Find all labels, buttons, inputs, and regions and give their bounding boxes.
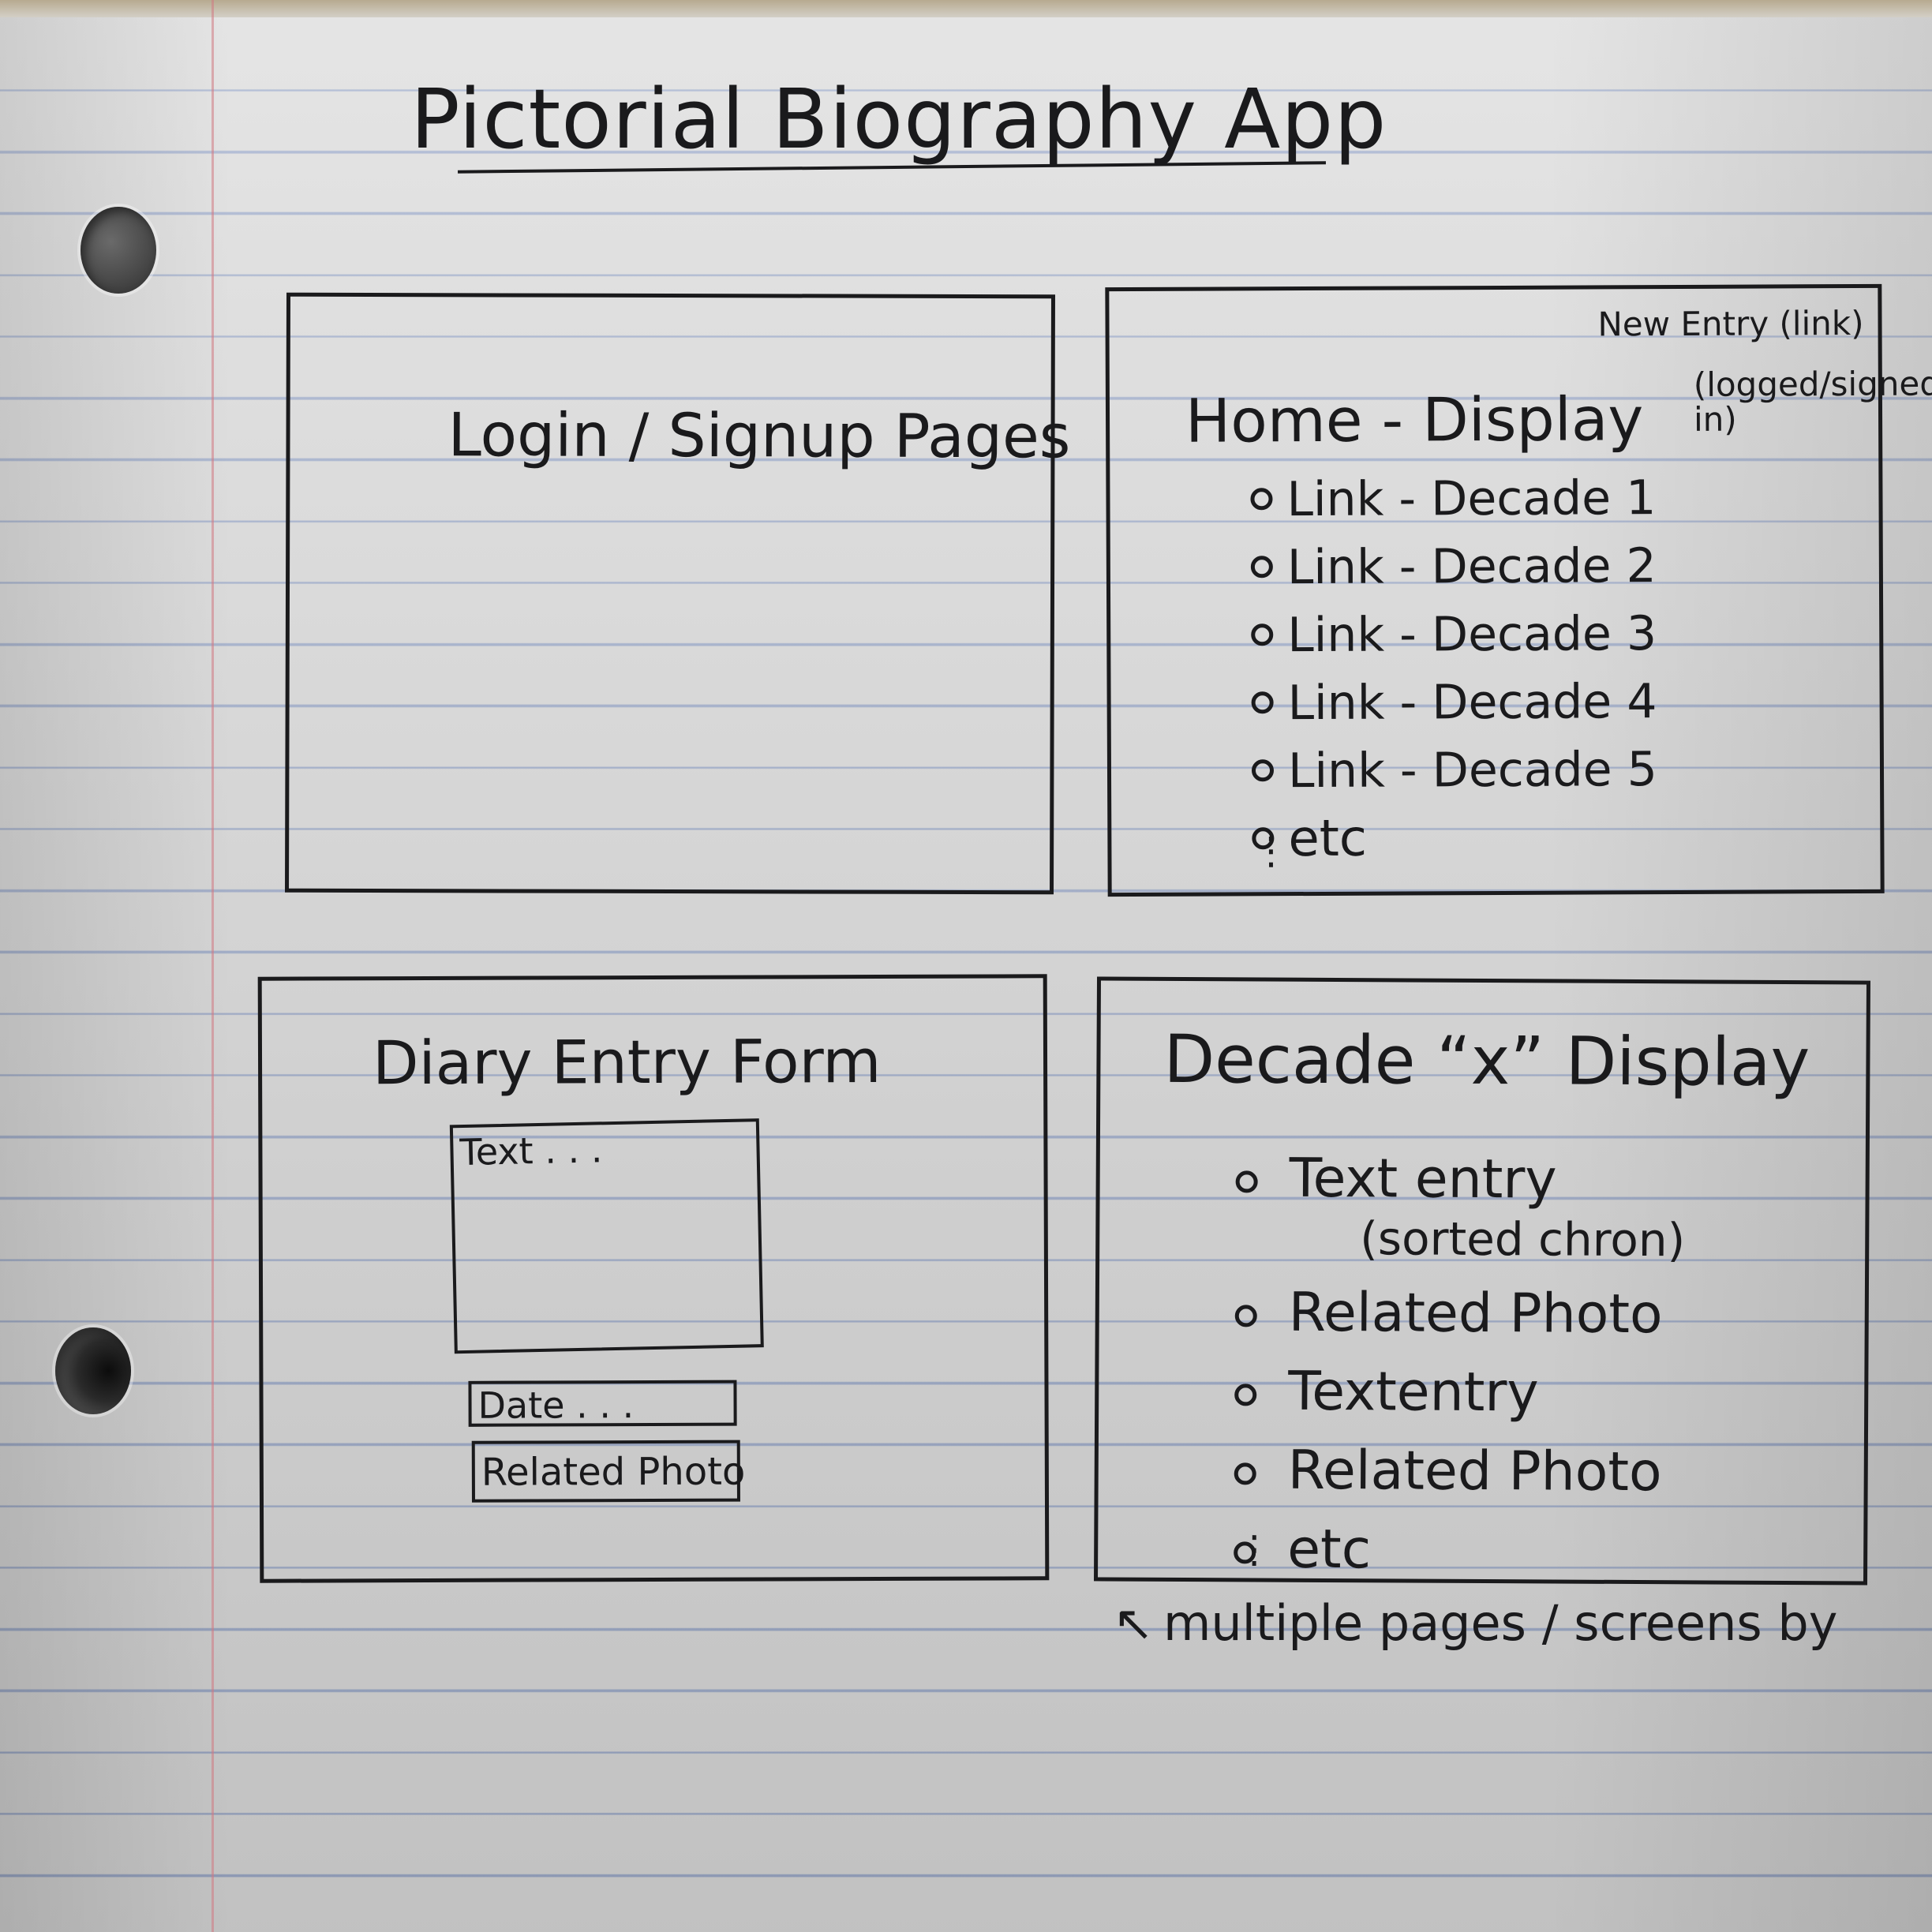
decade-display-frame: Decade “x” Display Text entry (sorted ch…	[1094, 976, 1870, 1586]
diary-related-photo-field[interactable]: Related Photo	[471, 1440, 745, 1503]
link-decade-3[interactable]: Link - Decade 3	[1245, 600, 1657, 669]
decade-item-related-photo-2: Related Photo	[1224, 1431, 1683, 1512]
decade-continuation-dots: ⋮	[1235, 1527, 1274, 1572]
paper-top-edge	[0, 0, 1932, 17]
diary-frame-title: Diary Entry Form	[372, 1025, 882, 1099]
decade-item-sort-note: (sorted chron)	[1360, 1211, 1686, 1267]
decade-item-text-entry-2: Textentry	[1225, 1352, 1684, 1433]
link-decade-2[interactable]: Link - Decade 2	[1245, 532, 1657, 601]
login-frame-title: Login / Signup Pages	[447, 399, 1071, 472]
footnote: ↖multiple pages / screens by	[1113, 1594, 1837, 1652]
link-decade-4[interactable]: Link - Decade 4	[1245, 668, 1657, 737]
decade-link-list: Link - Decade 1 Link - Decade 2 Link - D…	[1244, 464, 1657, 873]
new-entry-link-note[interactable]: New Entry (link)	[1597, 303, 1864, 344]
decade-frame-title: Decade “x” Display	[1163, 1020, 1810, 1102]
link-etc: etc	[1245, 803, 1657, 873]
home-display-frame: New Entry (link) Home - Display (logged/…	[1105, 283, 1932, 897]
diary-entry-form-frame: Diary Entry Form Text . . . Date . . . R…	[257, 974, 1050, 1583]
decade-item-related-photo: Related Photo	[1226, 1273, 1685, 1354]
diary-date-field[interactable]: Date . . .	[468, 1380, 737, 1427]
decade-item-etc: etc	[1224, 1510, 1683, 1591]
link-decade-1[interactable]: Link - Decade 1	[1244, 464, 1656, 534]
home-state-note: (logged/signed in)	[1693, 364, 1932, 439]
sketch-title: Pictorial Biography App	[410, 71, 1387, 167]
diary-text-field[interactable]: Text . . .	[449, 1118, 764, 1354]
binder-hole-top	[80, 207, 156, 294]
footnote-text: multiple pages / screens by	[1163, 1594, 1838, 1652]
home-frame-title: Home - Display	[1185, 384, 1644, 456]
binder-hole-bottom	[55, 1327, 131, 1414]
decade-item-text-entry: Text entry	[1226, 1139, 1685, 1220]
decade-entry-list: Text entry (sorted chron) Related Photo …	[1224, 1139, 1686, 1591]
login-signup-frame: Login / Signup Pages	[285, 292, 1071, 895]
link-decade-5[interactable]: Link - Decade 5	[1245, 736, 1657, 805]
arrow-icon: ↖	[1113, 1594, 1154, 1652]
home-continuation-dots: ⋮	[1252, 829, 1290, 874]
margin-line	[212, 0, 214, 1932]
